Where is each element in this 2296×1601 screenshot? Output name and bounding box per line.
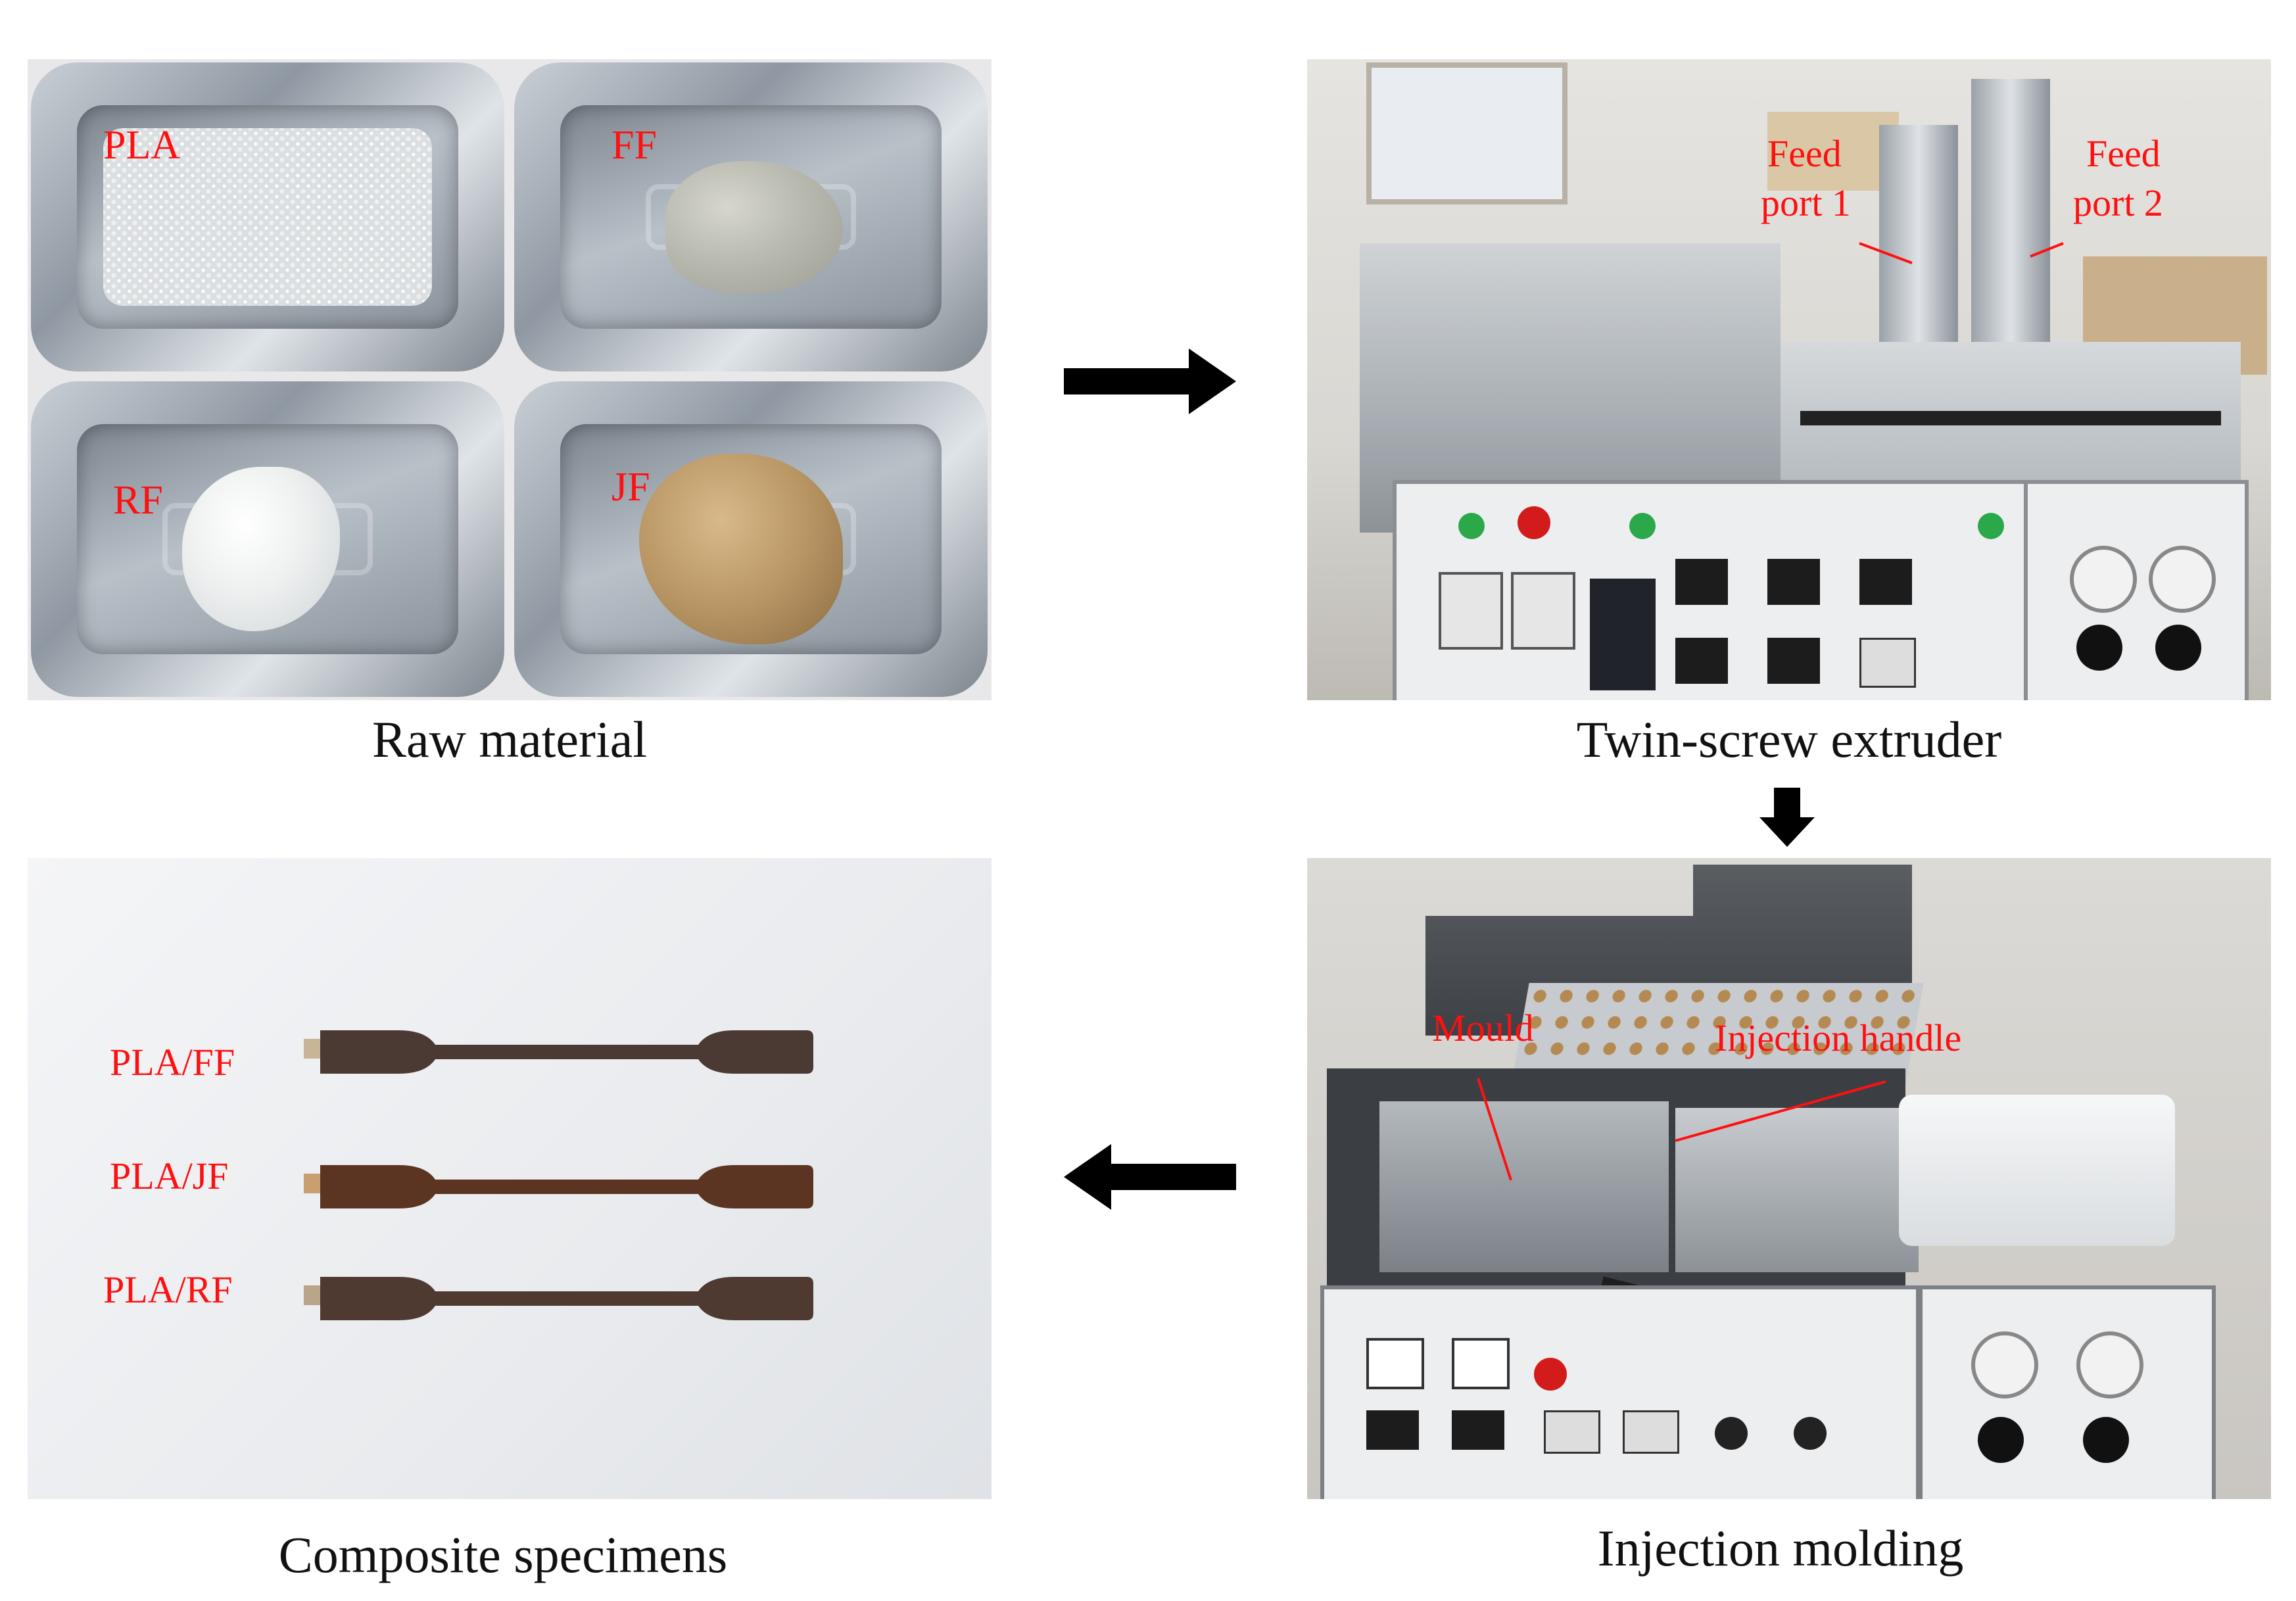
specimen-rf bbox=[304, 1277, 813, 1320]
ff-fiber bbox=[665, 161, 843, 293]
feed-port-2-label-line1: Feed bbox=[2086, 132, 2161, 175]
injection-pointers bbox=[1477, 1078, 1886, 1181]
injection-cylinder bbox=[1899, 1095, 2175, 1246]
jf-tray bbox=[514, 381, 988, 697]
feed-port-1-label-line2: port 1 bbox=[1761, 181, 1851, 224]
pla-pellets bbox=[103, 128, 432, 306]
mould-label: Mould bbox=[1432, 1007, 1534, 1049]
rf-label: RF bbox=[113, 478, 163, 523]
right-gauge-panel bbox=[1919, 1285, 2216, 1499]
feed-port-pointers bbox=[1859, 242, 2064, 264]
rf-fiber bbox=[182, 467, 340, 631]
rf-tray bbox=[31, 381, 504, 697]
pla-jf-label: PLA/JF bbox=[110, 1155, 229, 1197]
left-control-panel bbox=[1320, 1285, 1920, 1499]
specimen-ff bbox=[304, 1030, 813, 1074]
raw-material-photo: PLA FF RF JF bbox=[28, 59, 992, 700]
arrow-right bbox=[1064, 348, 1236, 414]
ff-label: FF bbox=[611, 123, 657, 168]
jf-label: JF bbox=[611, 465, 650, 510]
jf-fiber bbox=[639, 454, 843, 644]
extruder-photo: Feed port 1 Feed port 2 bbox=[1307, 59, 2271, 700]
composite-caption: Composite specimens bbox=[278, 1526, 728, 1583]
pla-tray bbox=[31, 62, 504, 371]
feed-port-2-label-line2: port 2 bbox=[2073, 181, 2163, 224]
pla-ff-label: PLA/FF bbox=[110, 1041, 235, 1084]
ff-tray bbox=[514, 62, 988, 371]
specimen-jf bbox=[304, 1165, 813, 1208]
extruder-caption: Twin-screw extruder bbox=[1576, 711, 2002, 768]
composite-specimens-photo: PLA/FF PLA/JF PLA/RF bbox=[28, 858, 992, 1499]
arrow-down bbox=[1759, 788, 1815, 847]
pla-label: PLA bbox=[103, 123, 181, 168]
injection-molding-photo: Mould Injection handle bbox=[1307, 858, 2271, 1499]
arrow-left bbox=[1064, 1144, 1236, 1210]
feed-port-1-label-line1: Feed bbox=[1767, 132, 1842, 175]
injection-handle-label: Injection handle bbox=[1715, 1016, 1962, 1059]
raw-material-caption: Raw material bbox=[372, 711, 647, 768]
injection-caption: Injection molding bbox=[1597, 1519, 1964, 1577]
control-panel bbox=[1393, 480, 2097, 700]
specimen-drawings bbox=[304, 1030, 813, 1320]
pla-rf-label: PLA/RF bbox=[103, 1268, 233, 1311]
